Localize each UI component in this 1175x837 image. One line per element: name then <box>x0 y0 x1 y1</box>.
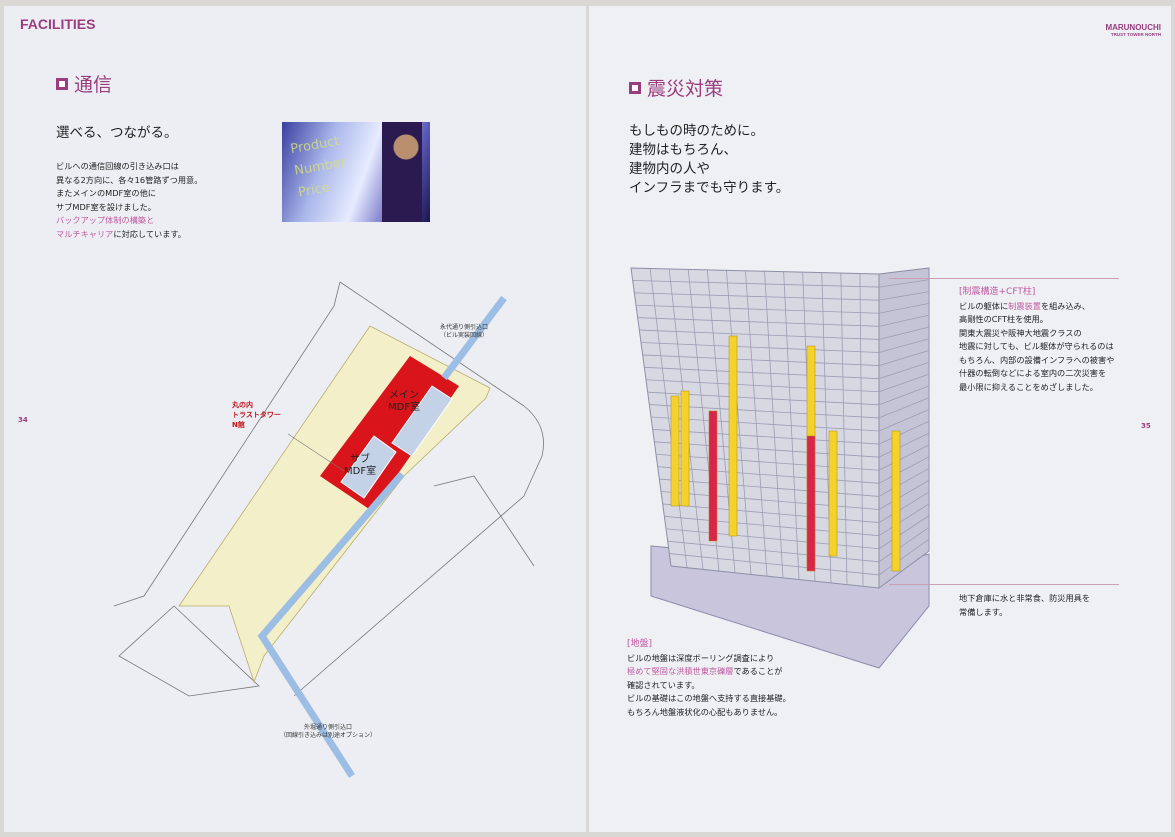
floor-line <box>644 366 880 380</box>
side-floor-line <box>878 373 930 393</box>
brand-logo: MARUNOUCHI TRUST TOWER NORTH <box>1105 23 1161 38</box>
main-mdf-room <box>391 385 453 457</box>
side-floor-line <box>878 409 930 432</box>
south-cable-route <box>257 471 405 778</box>
floor-line <box>660 491 880 510</box>
north-cable-route <box>441 295 507 381</box>
side-floor-line <box>878 432 930 458</box>
grid-column-line <box>649 268 688 568</box>
right-page: MARUNOUCHI TRUST TOWER NORTH 震災対策 もしもの時の… <box>589 6 1171 832</box>
side-floor-line <box>878 279 930 288</box>
left-page: FACILITIES 通信 選べる、つながる。 ビルへの通信回線の引き込み口は … <box>4 6 586 832</box>
lead-text: 選べる、つながる。 <box>56 125 178 141</box>
section-label: FACILITIES <box>20 16 96 32</box>
side-floor-line <box>878 515 930 550</box>
side-floor-line <box>878 456 930 484</box>
side-floor-line <box>878 479 930 510</box>
side-floor-line <box>878 338 930 353</box>
side-floor-line <box>878 503 930 537</box>
page-number: 34 <box>18 416 28 424</box>
grid-column-line <box>764 271 784 578</box>
building-structure-illustration <box>630 267 930 669</box>
square-bullet-icon <box>56 77 68 90</box>
lead-text: もしもの時のために。建物はもちろん、建物内の人やインフラまでも守ります。 <box>629 123 790 196</box>
south-entry-label: 外堀通り側引込口（回線引き込みは別途オプション） <box>280 724 377 739</box>
seismic-text: [制震構造+CFT柱] ビルの躯体に制震装置を組み込み、 高剛性のCFT柱を使用… <box>959 287 1115 392</box>
side-floor-line <box>878 314 930 327</box>
floor-line <box>634 292 880 301</box>
side-floor-line <box>878 350 930 366</box>
floor-line <box>664 515 880 537</box>
side-floor-line <box>878 291 930 301</box>
page-number: 35 <box>1141 422 1151 430</box>
cft-column <box>891 430 901 572</box>
side-floor-line <box>878 361 930 380</box>
side-floor-line <box>878 326 930 340</box>
street-outlines <box>113 281 544 697</box>
side-floor-line <box>878 420 930 445</box>
floor-line <box>645 379 880 393</box>
floor-line <box>652 429 880 445</box>
floor-line <box>632 280 880 288</box>
heading-text: 通信 <box>74 74 113 96</box>
cft-column <box>828 430 838 557</box>
floor-line <box>665 528 880 550</box>
floor-line <box>640 342 880 353</box>
side-floor-line <box>878 491 930 523</box>
floor-line <box>657 466 880 484</box>
side-floor-line <box>878 385 930 406</box>
floor-line <box>637 317 880 327</box>
grid-column-line <box>840 273 848 585</box>
side-floor-line <box>878 538 930 576</box>
grid-column-line <box>859 273 864 587</box>
floor-line <box>639 329 880 340</box>
side-floor-line <box>878 302 930 314</box>
floor-line <box>654 441 880 458</box>
grid-column-line <box>745 270 768 577</box>
side-floor-line <box>878 527 930 563</box>
floor-line <box>635 304 880 314</box>
side-floor-line <box>878 468 930 497</box>
sub-mdf-room <box>340 435 397 499</box>
cft-column <box>670 395 680 507</box>
side-floor-line <box>878 397 930 419</box>
office-photo: Product Number Price <box>282 122 430 222</box>
site-plan-diagram <box>113 281 544 778</box>
floor-line <box>667 540 880 563</box>
floor-line <box>662 503 880 523</box>
floor-line <box>659 478 880 497</box>
section-heading: 震災対策 <box>629 74 723 101</box>
floor-line <box>669 553 880 576</box>
square-bullet-icon <box>629 81 641 94</box>
body-text: ビルへの通信回線の引き込み口は 異なる2方向に、各々16管路ずつ用意。 またメイ… <box>56 161 203 239</box>
ground-text: [地盤] ビルの地盤は深度ボーリング調査により 極めて堅固な洪積世東京礫層である… <box>627 639 791 717</box>
north-entry-label: 永代通り側引込口（ビル実装回線） <box>440 324 489 339</box>
grid-column-line <box>783 271 800 580</box>
damper-column <box>806 435 816 572</box>
basement-text: 地下倉庫に水と非常食、防災用具を常備します。 <box>959 593 1091 617</box>
cft-column <box>680 390 690 507</box>
floor-line <box>642 354 880 366</box>
grid-column-line <box>725 270 752 575</box>
section-heading: 通信 <box>56 70 112 97</box>
cft-column <box>728 335 738 537</box>
floor-line <box>655 453 880 471</box>
side-floor-line <box>878 444 930 471</box>
heading-text: 震災対策 <box>647 78 724 100</box>
damper-column <box>708 410 718 542</box>
